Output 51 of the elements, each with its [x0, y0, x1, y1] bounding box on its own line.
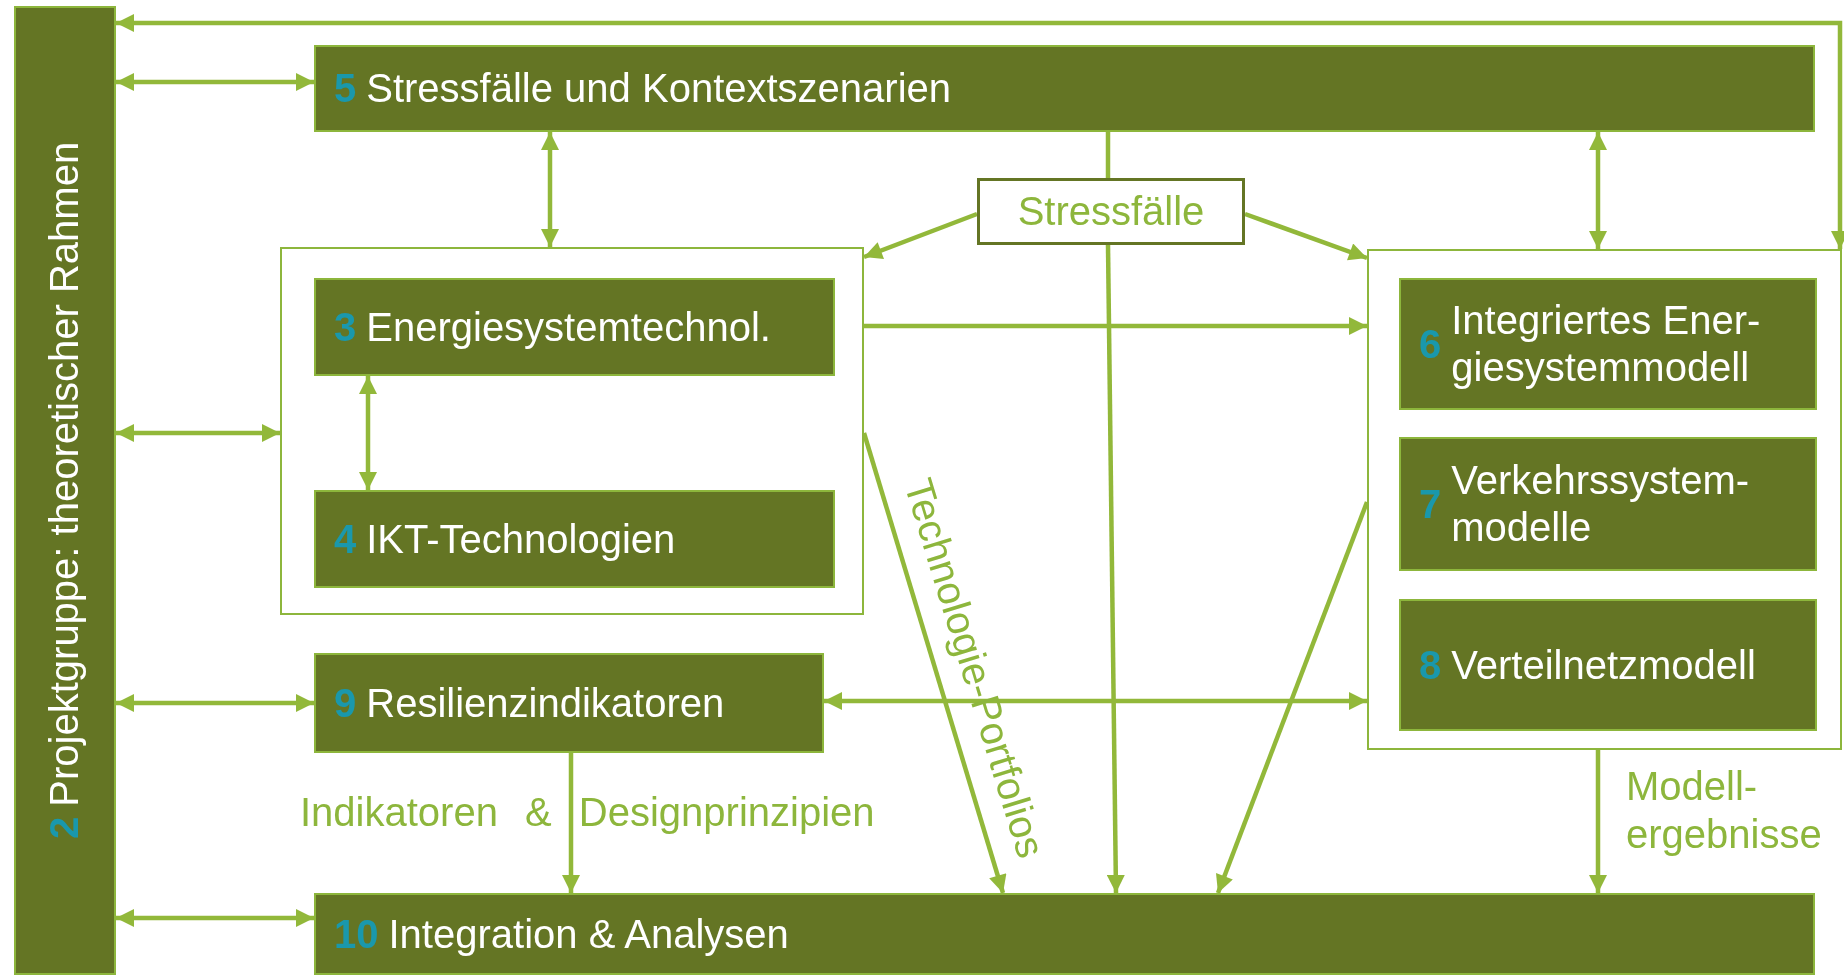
arrow: [1215, 501, 1370, 894]
edge-label: Modell- ergebnisse: [1626, 763, 1823, 858]
side-bar: [14, 6, 116, 975]
double-arrow: [116, 73, 314, 91]
package-title: Verteilnetzmodell: [1451, 641, 1756, 689]
double-arrow: [116, 424, 280, 442]
package-number: 5: [334, 65, 357, 112]
package-title: Verkehrssystem- modelle: [1451, 457, 1751, 551]
package-number: 4: [334, 515, 357, 563]
work-package-box: [314, 653, 824, 753]
package-title: Stressfälle und Kontextszenarien: [366, 65, 952, 112]
double-arrow: [541, 132, 559, 247]
arrow: [1589, 750, 1607, 893]
package-number: 8: [1419, 641, 1442, 689]
package-number: 9: [334, 679, 357, 727]
group-frame: [1367, 249, 1842, 750]
work-package-box: [314, 893, 1815, 975]
arrow: [864, 317, 1367, 335]
double-arrow: [1589, 132, 1607, 249]
package-title: Energiesystemtechnol.: [366, 303, 771, 351]
double-arrow: [116, 909, 314, 927]
work-package-box: [314, 278, 835, 376]
package-title: Integration & Analysen: [388, 910, 789, 958]
arrow: [863, 211, 978, 260]
package-number: 10: [334, 910, 379, 958]
package-title: Integriertes Ener- giesystemmodell: [1451, 297, 1762, 391]
package-number: 2: [41, 816, 88, 839]
connector-line: [1105, 132, 1111, 178]
work-package-box: [314, 45, 1815, 132]
double-arrow: [116, 694, 314, 712]
double-arrow: [359, 376, 377, 490]
arrow: [562, 753, 580, 893]
work-package-box: [1399, 278, 1817, 410]
package-title: IKT-Technologien: [366, 515, 676, 563]
tag-box: [977, 178, 1245, 245]
work-package-box: [314, 490, 835, 588]
group-frame: [280, 247, 864, 615]
work-package-box: [1399, 437, 1817, 571]
package-number: 6: [1419, 320, 1442, 368]
tag-text: Stressfälle: [1017, 189, 1205, 234]
package-number: 7: [1419, 480, 1442, 528]
package-number: 3: [334, 303, 357, 351]
edge-label: Indikatoren & Designprinzipien: [300, 789, 875, 836]
arrow: [1105, 244, 1125, 894]
arrow: [1244, 211, 1368, 261]
work-package-box: [1399, 599, 1817, 731]
arrow: [861, 432, 1007, 894]
package-title: Resilienzindikatoren: [366, 679, 725, 727]
double-arrow: [116, 14, 1844, 249]
double-arrow: [824, 692, 1367, 710]
package-title: Projektgruppe: theoretischer Rahmen: [41, 141, 88, 807]
